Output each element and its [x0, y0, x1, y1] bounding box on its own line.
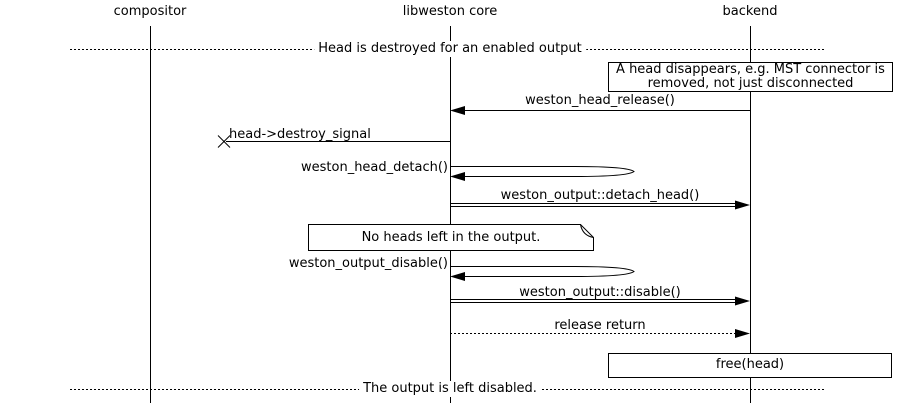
arrow-weston-output-detach-head — [450, 200, 750, 210]
note-box — [308, 224, 594, 251]
arrowhead-left-icon — [450, 106, 465, 115]
message-label-release-return: release return — [554, 318, 646, 333]
message-label-weston-head-release: weston_head_release() — [525, 93, 675, 108]
message-label-weston-output-disable-call: weston_output::disable() — [519, 285, 681, 300]
arrow-weston-head-release — [450, 106, 750, 115]
note-box-text: No heads left in the output. — [361, 230, 541, 245]
arrowhead-left-icon — [450, 172, 465, 181]
actor-label-libweston-core: libweston core — [402, 4, 498, 19]
comment-line-2: removed, not just disconnected — [647, 76, 854, 91]
actor-label-backend: backend — [722, 4, 778, 19]
arrow-weston-output-disable-call — [450, 296, 750, 306]
divider-top-label: Head is destroyed for an enabled output — [314, 41, 586, 57]
message-label-weston-output-disable-self: weston_output_disable() — [288, 256, 448, 271]
note-fold-corner-icon — [580, 224, 594, 238]
arrowhead-left-icon — [450, 272, 465, 281]
divider-bottom-label: The output is left disabled. — [359, 381, 541, 397]
arrowhead-right-icon — [735, 329, 750, 338]
arrow-head-destroy-signal — [217, 135, 450, 148]
action-box-text: free(head) — [715, 357, 785, 372]
message-label-weston-head-detach: weston_head_detach() — [301, 160, 448, 175]
arrow-release-return — [450, 329, 750, 338]
message-label-head-destroy-signal: head->destroy_signal — [229, 127, 371, 142]
comment-box — [608, 62, 893, 92]
comment-box-text: A head disappears, e.g. MST connector is… — [608, 63, 893, 91]
actor-label-compositor: compositor — [113, 4, 187, 19]
arrowhead-right-icon — [735, 200, 750, 210]
message-label-weston-output-detach-head: weston_output::detach_head() — [500, 188, 700, 203]
lost-message-x-icon — [217, 135, 231, 148]
arrow-weston-output-disable-self — [450, 266, 635, 281]
arrow-weston-head-detach-self — [450, 166, 635, 181]
arrowhead-right-icon — [735, 296, 750, 306]
comment-line-1: A head disappears, e.g. MST connector is — [616, 62, 885, 77]
dividers — [70, 49, 824, 390]
action-box-free-head — [608, 353, 892, 378]
